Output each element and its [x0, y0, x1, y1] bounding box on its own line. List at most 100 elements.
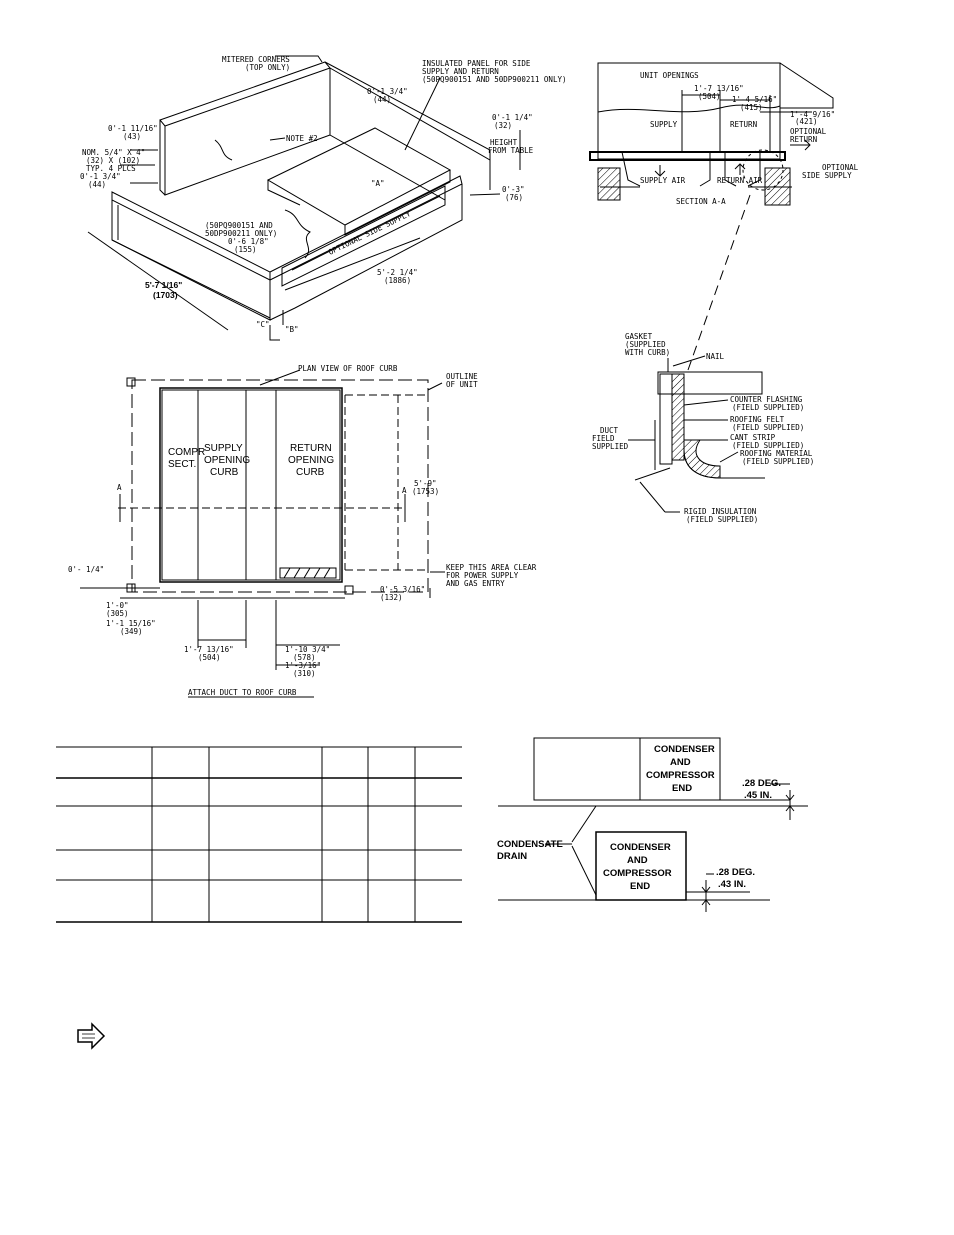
roofing-material-2: (FIELD SUPPLIED)	[742, 457, 814, 466]
unit-openings-label: UNIT OPENINGS	[640, 71, 699, 80]
dim-0-1-34-left: 0'-1 3/4"	[80, 172, 121, 181]
section-a-left: A	[117, 483, 122, 492]
optional-side-supply-1: OPTIONAL	[822, 163, 859, 172]
plan-view-roof-curb: PLAN VIEW OF ROOF CURB OUTLINE OF UNIT C…	[68, 364, 537, 698]
rigid-insulation-2: (FIELD SUPPLIED)	[686, 515, 758, 524]
section-a-right: A	[402, 486, 407, 495]
condensate-drain-2: DRAIN	[497, 851, 527, 862]
sec-return-label: RETURN	[730, 120, 757, 129]
mitered-corners-sub: (TOP ONLY)	[245, 63, 290, 72]
in-top: .45 IN.	[744, 790, 772, 801]
outline-of-unit-1: OUTLINE	[446, 372, 478, 381]
optional-side-supply-2: SIDE SUPPLY	[802, 171, 852, 180]
sec-dim-421: (421)	[795, 117, 818, 126]
return-opening-1: RETURN	[290, 443, 332, 454]
dim-1-0: 1'-0"	[106, 601, 129, 610]
dim-5-9: 5'-9"	[414, 479, 437, 488]
sec-dim-415: (415)	[740, 103, 763, 112]
sec-dim-504: (504)	[698, 92, 721, 101]
dim-1-7-1316-plan: 1'-7 13/16"	[184, 645, 234, 654]
dim-43: (43)	[123, 132, 141, 141]
deg-top: .28 DEG.	[742, 778, 781, 789]
ce-top-1: CONDENSER	[654, 744, 715, 755]
roofing-material-1: ROOFING MATERIAL	[740, 449, 813, 458]
slope-diagram: CONDENSER AND COMPRESSOR END .28 DEG. .4…	[497, 737, 808, 912]
sec-dim-1-4-916: 1'-4 9/16"	[790, 110, 835, 119]
optional-side-supply-panel-label: OPTIONAL SIDE SUPPLY	[327, 209, 413, 257]
note-2-label: NOTE #2	[286, 134, 318, 143]
label-a: "A"	[371, 179, 385, 188]
dim-32: (32)	[494, 121, 512, 130]
ce-top-2: AND	[670, 757, 691, 768]
dim-5-2-14: 5'-2 1/4"	[377, 268, 418, 277]
dimension-table	[56, 746, 462, 923]
keep-clear-2: FOR POWER SUPPLY	[446, 571, 519, 580]
models-2: 50DP900211 ONLY)	[205, 229, 277, 238]
return-opening-2: OPENING	[288, 455, 334, 466]
label-c: "C"	[256, 320, 270, 329]
sec-supply-label: SUPPLY	[650, 120, 678, 129]
compr-sect-1: COMPR	[168, 447, 205, 458]
counter-flashing-1: COUNTER FLASHING	[730, 395, 803, 404]
supply-opening-2: OPENING	[204, 455, 250, 466]
return-opening-3: CURB	[296, 467, 325, 478]
dim-0-3: 0'-3"	[502, 185, 525, 194]
return-air-label: RETURN AIR	[717, 176, 763, 185]
mitered-corners-label: MITERED CORNERS	[222, 55, 290, 64]
dim-1753: (1753)	[412, 487, 439, 496]
duct-field-1: DUCT	[600, 426, 619, 435]
supply-air-label: SUPPLY AIR	[640, 176, 686, 185]
dim-305: (305)	[106, 609, 129, 618]
sec-dim-1-7-1316: 1'-7 13/16"	[694, 84, 744, 93]
dim-155: (155)	[234, 245, 257, 254]
ce-top-4: END	[672, 783, 692, 794]
attach-duct-label: ATTACH DUCT TO ROOF CURB	[188, 688, 297, 697]
ce-bot-4: END	[630, 881, 650, 892]
nom-lumber-1: NOM. 5/4" X 4"	[82, 148, 145, 157]
duct-field-3: SUPPLIED	[592, 442, 629, 451]
nail-label: NAIL	[706, 352, 725, 361]
dim-0-1-1116: 0'-1 11/16"	[108, 124, 158, 133]
gasket-2: (SUPPLIED	[625, 340, 666, 349]
section-a-a-title: SECTION A-A	[676, 197, 726, 206]
compr-sect-2: SECT.	[168, 459, 196, 470]
dim-349: (349)	[120, 627, 143, 636]
flashing-detail: GASKET (SUPPLIED WITH CURB) NAIL COUNTER…	[592, 332, 814, 524]
dim-578: (578)	[293, 653, 316, 662]
dim-44-top: (44)	[373, 95, 391, 104]
insulated-panel-label-3: (50PQ900151 AND 50DP900211 ONLY)	[422, 75, 567, 84]
dim-132: (132)	[380, 593, 403, 602]
ce-bot-2: AND	[627, 855, 648, 866]
dim-310: (310)	[293, 669, 316, 678]
note-arrow-icon	[77, 1022, 106, 1050]
ce-top-3: COMPRESSOR	[646, 770, 715, 781]
gasket-1: GASKET	[625, 332, 653, 341]
dim-76: (76)	[505, 193, 523, 202]
condensate-drain-1: CONDENSATE	[497, 839, 563, 850]
insulated-panel-label-1: INSULATED PANEL FOR SIDE	[422, 59, 531, 68]
optional-return-1: OPTIONAL	[790, 127, 827, 136]
cant-strip-1: CANT STRIP	[730, 433, 776, 442]
dim-44-left: (44)	[88, 180, 106, 189]
nom-lumber-3: TYP. 4 PLCS	[86, 164, 136, 173]
sec-dim-1-4-516: 1'-4 5/16"	[732, 95, 777, 104]
section-a-a: UNIT OPENINGS 1'-7 13/16" (504) 1'-4 5/1…	[589, 62, 859, 371]
supply-opening-3: CURB	[210, 467, 239, 478]
rigid-insulation-1: RIGID INSULATION	[684, 507, 756, 516]
dim-0-1-34-top: 0'-1 3/4"	[367, 87, 408, 96]
optional-return-2: RETURN	[790, 135, 817, 144]
in-bot: .43 IN.	[718, 879, 746, 890]
keep-clear-1: KEEP THIS AREA CLEAR	[446, 563, 537, 572]
supply-opening-1: SUPPLY	[204, 443, 243, 454]
keep-clear-3: AND GAS ENTRY	[446, 579, 505, 588]
dim-1-1-1516: 1'-1 15/16"	[106, 619, 156, 628]
dim-504-plan: (504)	[198, 653, 221, 662]
roof-curb-isometric: MITERED CORNERS (TOP ONLY) INSULATED PAN…	[80, 55, 567, 341]
cant-strip-2: (FIELD SUPPLIED)	[732, 441, 804, 450]
roofing-felt-2: (FIELD SUPPLIED)	[732, 423, 804, 432]
insulated-panel-label-2: SUPPLY AND RETURN	[422, 67, 499, 76]
gasket-3: WITH CURB)	[625, 348, 670, 357]
dim-0-6-18: 0'-6 1/8"	[228, 237, 269, 246]
counter-flashing-2: (FIELD SUPPLIED)	[732, 403, 804, 412]
